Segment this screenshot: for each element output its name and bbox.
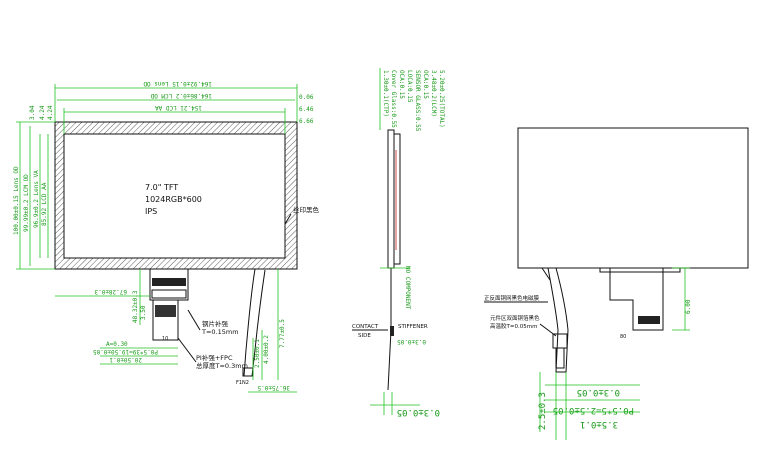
back-flex-connector	[552, 333, 568, 349]
dim-text-vert-lcm: 99.99±0.2 LCM OD	[23, 174, 30, 232]
back-view: 80 6.00 正反面铜网黑色电磁膜 元件区双面铜箔黑色 高温胶T=0.05mm…	[484, 127, 749, 440]
back-tail-edge	[541, 267, 551, 281]
dim-text-777: 7.77±0.5	[279, 319, 286, 348]
side-glass-stack	[387, 129, 395, 269]
back-dim-03: 0.3±0.05	[577, 387, 620, 397]
note-steel-leader	[187, 309, 201, 331]
front-fpc-label-block	[155, 305, 176, 317]
front-pin-label-2: F1N2	[236, 380, 249, 386]
side-stack-label-1: 1.30±0.1(CTP)	[382, 70, 389, 117]
note-total-thickness: 总厚度T=0.3mm	[196, 361, 248, 370]
front-pin-label-1: 10	[162, 336, 168, 342]
back-dim-35: 3.5±0.1	[580, 419, 618, 429]
dim-text-left-top-3: 4.24	[47, 105, 54, 120]
dim-text-pitch: P0.5*39=19.50±0.05	[93, 348, 158, 355]
dim-text-right-3: 6.66	[299, 118, 314, 125]
side-bottom-dim: 0.3±0.05	[397, 407, 440, 417]
side-view: 1.30±0.1(CTP) Cover Glass:0.55 OCA:0.15 …	[352, 68, 445, 417]
side-stack-labels: 1.30±0.1(CTP) Cover Glass:0.55 OCA:0.15 …	[382, 70, 445, 132]
panel-text-line-3: IPS	[145, 207, 157, 216]
side-stack-label-3: OCA:0.15	[398, 70, 405, 99]
dim-text-vert-va: 96.9±0.2 Lens VA	[33, 170, 40, 228]
panel-text-line-2: 1024RGB*600	[145, 195, 202, 204]
back-fpc-block	[638, 316, 660, 324]
front-view: 7.0" TFT 1024RGB*600 IPS 丝印黑色 10 F1N2 钢片…	[13, 80, 320, 393]
dim-text-right-1: 0.06	[299, 94, 314, 101]
panel-text-line-1: 7.0" TFT	[145, 183, 178, 192]
back-note-2-leader	[539, 323, 557, 337]
note-steel-stiffener: 钢片补强	[202, 319, 229, 328]
front-fpc-chip	[152, 278, 186, 286]
contact-side-label-1: CONTACT	[352, 324, 379, 330]
dim-text-3675: 36.75±0.5	[257, 384, 290, 391]
front-active-area	[63, 133, 286, 259]
side-stack-label-5: SENSOR GLASS:0.55	[414, 70, 421, 132]
side-lcm	[393, 133, 401, 265]
side-stiffener-dim: 0.3±0.05	[397, 338, 426, 345]
dim-text-fpc-350: 3.50	[140, 305, 147, 320]
contact-side-label-2: SIDE	[358, 333, 371, 339]
dim-text-lcm-od: 164.86±0.2 LCM OD	[150, 92, 212, 99]
back-dim-25: 2.5±0.3	[538, 392, 548, 430]
dim-text-right-2: 6.46	[299, 106, 314, 113]
dim-text-lcd-aa: 154.21 LCD AA	[155, 104, 202, 111]
side-stack-label-4: LOCA:0.15	[406, 70, 413, 103]
note-pi-leader	[177, 337, 197, 363]
side-stack-label-2: Cover Glass:0.55	[390, 70, 397, 128]
back-note-3: 高温胶T=0.05mm	[490, 322, 537, 330]
back-flex-tail	[547, 267, 569, 373]
back-dim-pitch: P0.5*5=2.5±0.05	[553, 405, 634, 415]
side-stack-label-7: 3.48±0.2(LCM)	[430, 70, 437, 117]
back-dim-600: 6.00	[685, 299, 692, 314]
dim-text-lens-od: 164.92±0.15 Lens OD	[143, 80, 212, 87]
side-no-component: NO COMPONENT	[404, 266, 411, 310]
dim-text-vert-lens: 100.00±0.15 Lens OD	[13, 166, 20, 235]
back-flex-end	[555, 347, 565, 369]
side-stack-label-8: 5.20±0.25(TOTAL)	[438, 70, 445, 128]
back-pin-label: 80	[620, 334, 626, 340]
back-tab	[599, 268, 681, 273]
dim-text-vert-aa: 85.92 LCD AA	[41, 182, 48, 226]
front-fpc-body	[149, 269, 189, 301]
dim-text-left-top-1: 3.04	[29, 105, 36, 120]
front-fpc-lower	[152, 300, 179, 341]
silk-leader	[284, 213, 292, 225]
back-note-2: 元件区双面铜箔黑色	[490, 314, 540, 322]
back-outline	[517, 127, 749, 269]
dim-text-a: A=0.30	[106, 341, 128, 348]
side-stack-label-6: OCA:0.15	[422, 70, 429, 99]
dim-text-fpc-width: 20.50±0.1	[109, 356, 142, 363]
dim-text-left-top-2: 4.24	[39, 105, 46, 120]
dim-text-fpc-offset: 67.28±0.3	[94, 288, 127, 295]
back-note-1: 正反面铜网黑色电磁膜	[484, 294, 540, 302]
dim-text-250: 2.50±0.1	[254, 339, 261, 368]
stiffener-label: STIFFENER	[398, 324, 428, 330]
back-fpc-outline	[609, 268, 664, 331]
note-steel-thickness: T=0.15mm	[201, 328, 239, 336]
silk-label: 丝印黑色	[293, 205, 320, 214]
front-fpc-stiffener	[151, 289, 187, 299]
side-stiffener	[390, 326, 394, 336]
dim-text-fpc-height: 48.32±0.3	[132, 290, 139, 323]
dim-text-400: 4.00±0.2	[263, 335, 270, 364]
note-pi-stiffener: PI补强+FPC	[196, 353, 233, 362]
